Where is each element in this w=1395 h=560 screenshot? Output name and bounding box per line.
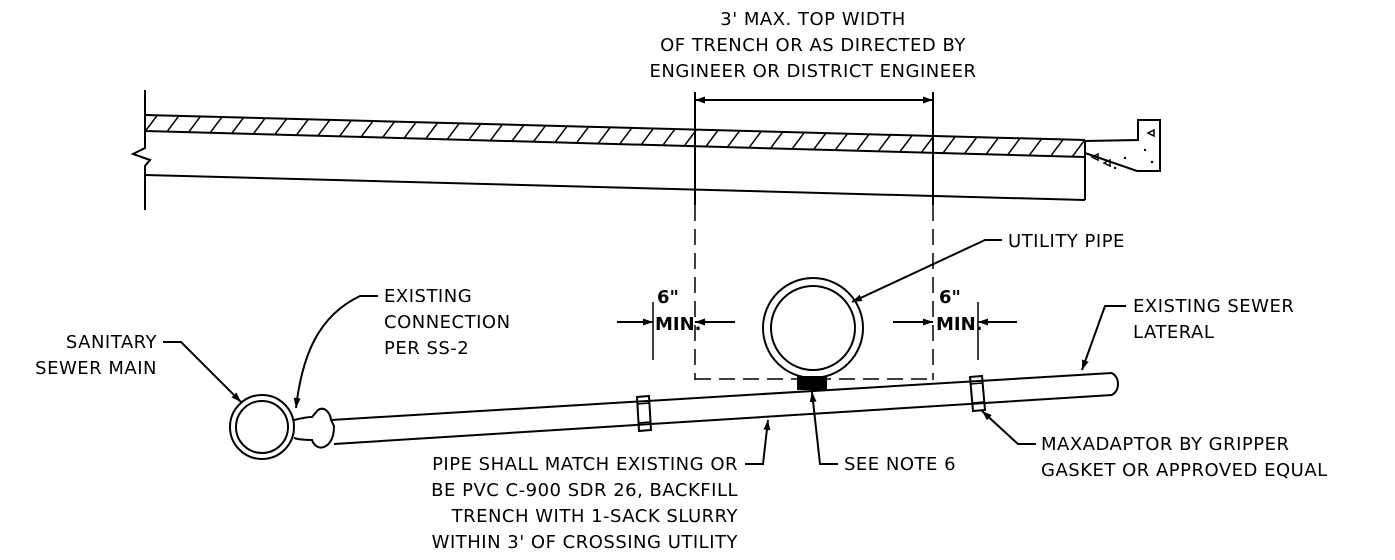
coupling-right xyxy=(968,374,987,413)
hatch-line xyxy=(669,115,716,157)
lateral-top-line xyxy=(330,372,1113,421)
pipe-note-leader xyxy=(745,419,771,465)
utility-pipe-leader xyxy=(851,239,1002,303)
right-clearance-dimension: 6" MIN. xyxy=(893,287,1017,360)
maxadaptor-callout: MAXADAPTOR BY GRIPPER GASKET OR APPROVED… xyxy=(981,410,1328,481)
existing-connection-leader xyxy=(293,295,378,409)
sewer-lateral xyxy=(293,372,1119,449)
hatch-line xyxy=(603,115,650,157)
hatch-line xyxy=(735,115,782,157)
connection-fitting xyxy=(293,407,336,449)
existing-lateral-leader xyxy=(1081,305,1126,371)
utility-pipe-callout: UTILITY PIPE xyxy=(851,231,1125,303)
right-clearance-min: MIN. xyxy=(936,314,983,335)
hatch-line xyxy=(537,115,584,157)
sanitary-sewer-main xyxy=(229,394,295,460)
concrete-stipple xyxy=(1090,128,1155,170)
sanitary-main-leader xyxy=(163,341,242,403)
sanitary-main-line-2: SEWER MAIN xyxy=(35,358,157,379)
pipe-note-line-2: BE PVC C-900 SDR 26, BACKFILL xyxy=(431,480,738,501)
pipe-note-callout: PIPE SHALL MATCH EXISTING OR BE PVC C-90… xyxy=(431,419,771,553)
hatch-line xyxy=(713,115,760,157)
hatch-line xyxy=(427,115,474,157)
sanitary-main-line-1: SANITARY xyxy=(66,332,158,353)
pavement-top-line xyxy=(144,114,1086,141)
hatch-line xyxy=(581,115,628,157)
lateral-bottom-line xyxy=(333,394,1113,445)
hatch-line xyxy=(779,115,826,157)
hatch-line xyxy=(955,115,1002,157)
hatch-line xyxy=(361,115,408,157)
hatch-line xyxy=(383,115,430,157)
top-width-note: 3' MAX. TOP WIDTH OF TRENCH OR AS DIRECT… xyxy=(650,9,977,82)
pipe-note-line-3: TRENCH WITH 1-SACK SLURRY xyxy=(451,506,739,527)
hatch-line xyxy=(493,115,540,157)
hatch-line xyxy=(515,115,562,157)
curb-and-gutter xyxy=(1084,119,1161,172)
hatch-line xyxy=(625,115,672,157)
utility-pipe xyxy=(762,277,864,390)
hatch-line xyxy=(207,115,254,157)
hatch-line xyxy=(1065,115,1085,157)
hatch-line xyxy=(145,115,166,157)
sanitary-main-callout: SANITARY SEWER MAIN xyxy=(35,332,242,403)
roadway-section xyxy=(130,90,1161,210)
break-line xyxy=(130,90,152,210)
top-width-line-2: OF TRENCH OR AS DIRECTED BY xyxy=(660,35,966,56)
hatch-line xyxy=(145,115,188,157)
left-clearance-value: 6" xyxy=(657,287,679,308)
coupling-left xyxy=(635,394,653,433)
existing-lateral-line-1: EXISTING SEWER xyxy=(1133,296,1294,317)
hatch-line xyxy=(339,115,386,157)
existing-lateral-line-2: LATERAL xyxy=(1133,322,1214,343)
see-note-leader xyxy=(809,391,838,465)
hatch-line xyxy=(647,115,694,157)
existing-connection-line-2: CONNECTION xyxy=(384,312,511,333)
base-bottom-line xyxy=(144,174,1086,201)
trench-limits xyxy=(694,92,934,380)
utility-pipe-outer xyxy=(762,277,864,379)
sewer-main-outer xyxy=(229,394,295,460)
maxadaptor-leader xyxy=(981,410,1036,445)
hatch-line xyxy=(405,115,452,157)
pavement-bottom-line xyxy=(144,130,1086,158)
hatch-line xyxy=(801,115,848,157)
top-width-line-3: ENGINEER OR DISTRICT ENGINEER xyxy=(650,61,977,82)
existing-connection-line-3: PER SS-2 xyxy=(384,338,469,359)
lateral-end xyxy=(1111,372,1119,396)
utility-pipe-label: UTILITY PIPE xyxy=(1008,231,1125,252)
sewer-main-inner xyxy=(235,400,289,454)
right-clearance-value: 6" xyxy=(939,287,961,308)
hatch-line xyxy=(559,115,606,157)
pipe-support-block xyxy=(797,376,827,390)
utility-pipe-inner xyxy=(770,285,856,371)
maxadaptor-line-1: MAXADAPTOR BY GRIPPER xyxy=(1041,434,1290,455)
top-width-line-1: 3' MAX. TOP WIDTH xyxy=(720,9,905,30)
see-note-label: SEE NOTE 6 xyxy=(844,454,956,475)
hatch-line xyxy=(757,115,804,157)
pipe-note-line-4: WITHIN 3' OF CROSSING UTILITY xyxy=(432,532,739,553)
hatch-line xyxy=(185,115,232,157)
existing-lateral-callout: EXISTING SEWER LATERAL xyxy=(1081,296,1294,371)
hatch-line xyxy=(163,115,210,157)
existing-connection-line-1: EXISTING xyxy=(384,286,472,307)
hatch-line xyxy=(449,115,496,157)
maxadaptor-line-2: GASKET OR APPROVED EQUAL xyxy=(1041,460,1328,481)
see-note-callout: SEE NOTE 6 xyxy=(809,391,956,475)
hatch-line xyxy=(933,115,980,157)
existing-connection-callout: EXISTING CONNECTION PER SS-2 xyxy=(293,286,511,409)
hatch-line xyxy=(691,115,738,157)
left-clearance-min: MIN. xyxy=(655,314,702,335)
left-clearance-dimension: 6" MIN. xyxy=(617,287,735,360)
hatch-line xyxy=(471,115,518,157)
pipe-note-line-1: PIPE SHALL MATCH EXISTING OR xyxy=(432,454,738,475)
